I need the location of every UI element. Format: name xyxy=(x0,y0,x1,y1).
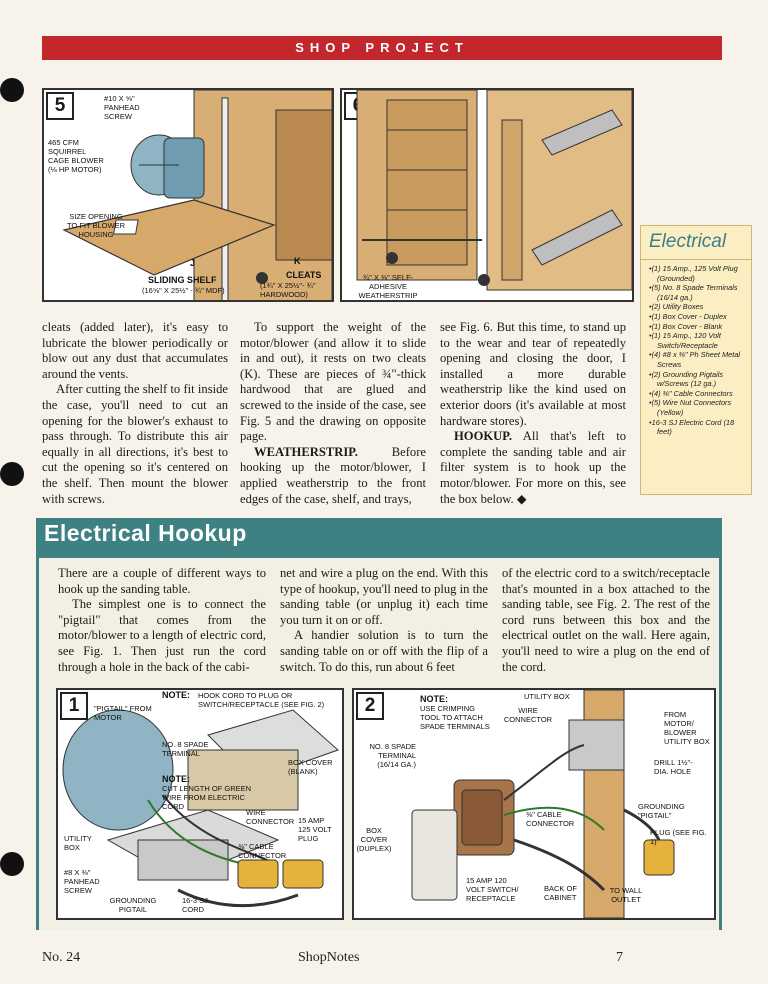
parts-item: (1) Box Cover - Blank xyxy=(649,322,747,332)
switch-wiring-illustration xyxy=(411,690,675,918)
binder-hole-middle xyxy=(0,462,24,486)
run-in-heading: HOOKUP. xyxy=(454,429,512,444)
note2-heading: NOTE: xyxy=(162,774,190,784)
note-heading: NOTE: xyxy=(420,694,448,704)
figure-number: 2 xyxy=(356,692,384,720)
hookup-title-bar xyxy=(36,518,722,558)
cleats-dimensions: (1¾" x 25½"- ¾" HARDWOOD) xyxy=(260,281,316,299)
figure-2: 2 NOTE: USE CRIMPING TOOL TO ATTACH SPAD… xyxy=(352,688,716,920)
sliding-shelf-label: SLIDING SHELF xyxy=(148,275,217,285)
hookup-column-3: of the electric cord to a switch/recepta… xyxy=(502,566,710,675)
hookup-title: Electrical Hookup xyxy=(44,520,247,546)
plug-label: PLUG (SEE FIG. 1) xyxy=(650,828,707,846)
hookup-column-2: net and wire a plug on the end. With thi… xyxy=(280,566,488,675)
parts-item: 16-3 SJ Electric Cord (18 feet) xyxy=(649,418,747,437)
spade-label: NO. 8 SPADE TERMINAL xyxy=(162,740,209,758)
binder-hole-bottom xyxy=(0,852,24,876)
parts-item: (5) Wire Nut Connectors (Yellow) xyxy=(649,398,747,417)
parts-item: (2) Utility Boxes xyxy=(649,302,747,312)
paragraph: There are a couple of different ways to … xyxy=(58,566,266,596)
note-heading: NOTE: xyxy=(162,690,190,700)
parts-item: (1) Box Cover - Duplex xyxy=(649,312,747,322)
binder-hole-top xyxy=(0,78,24,102)
paragraph: The simplest one is to connect the "pigt… xyxy=(58,597,266,674)
to-wall-label: TO WALL OUTLET xyxy=(609,886,643,904)
issue-number: No. 24 xyxy=(42,950,81,965)
grounding-label: GROUNDING "PIGTAIL" xyxy=(638,802,685,820)
wire-connector-label: WIRE CONNECTOR xyxy=(246,808,295,826)
note-text: HOOK CORD TO PLUG OR SWITCH/RECEPTACLE (… xyxy=(198,691,325,709)
weatherstrip-label: ¾" x ⅜" SELF-ADHESIVE WEATHERSTRIP xyxy=(358,273,418,300)
switch-label: 15 AMP 120 VOLT SWITCH/ RECEPTACLE xyxy=(466,876,519,903)
figure-5: 5 #10 x ⅝" PANHEAD SCREW 465 cfm SQUIRRE… xyxy=(42,88,334,302)
article-column-3: see Fig. 6. But this time, to stand up t… xyxy=(440,320,626,507)
electrical-parts-sidebar: Electrical (1) 15 Amp., 125 Volt Plug (G… xyxy=(640,225,752,495)
screw-label: #8 x ⅜" PANHEAD SCREW xyxy=(64,868,100,895)
box-cover-label: BOX COVER (BLANK) xyxy=(288,758,333,776)
page-number: 7 xyxy=(616,950,623,965)
cord-label: 16-3 SJ CORD xyxy=(182,896,208,914)
paragraph: cleats (added later), it's easy to lubri… xyxy=(42,320,228,381)
end-mark-icon: ◆ xyxy=(516,491,527,506)
figure-1: 1 NOTE: HOOK CORD TO PLUG OR SWITCH/RECE… xyxy=(56,688,344,920)
paragraph: of the electric cord to a switch/recepta… xyxy=(502,566,710,674)
plug-label: 15 AMP 125 VOLT PLUG xyxy=(298,816,332,843)
blower-label: 465 cfm SQUIRREL CAGE BLOWER (⅛ hp MOTOR… xyxy=(48,138,104,174)
shelf-dimensions: (16⅝" x 25½" - ¾" MDF) xyxy=(142,286,225,295)
part-j-marker: J xyxy=(190,258,196,268)
paragraph: A handier solution is to turn the sandin… xyxy=(280,628,488,674)
pigtail-label: "PIGTAIL" FROM MOTOR xyxy=(94,704,152,722)
parts-item: (2) Grounding Pigtails w/Screws (12 ga.) xyxy=(649,370,747,389)
note2-text: CUT LENGTH OF GREEN WIRE FROM ELECTRIC C… xyxy=(162,784,252,811)
plug-wiring-illustration xyxy=(62,709,339,908)
utility-box-label: UTILITY BOX xyxy=(524,692,570,701)
opening-label: SIZE OPENING TO FIT BLOWER HOUSING xyxy=(66,212,126,239)
wire-connector-label: WIRE CONNECTOR xyxy=(503,706,553,724)
parts-item: (5) No. 8 Spade Terminals (16/14 ga.) xyxy=(649,283,747,302)
parts-item: (4) ⅜" Cable Connectors xyxy=(649,389,747,399)
drill-label: DRILL 1½"-DIA. HOLE xyxy=(654,758,693,776)
figure-6: 6 ¾" x ⅜" SELF-ADHESIVE WEATHERSTRIP xyxy=(340,88,634,302)
sidebar-title: Electrical xyxy=(641,226,751,260)
spade-label: NO. 8 SPADE TERMINAL (16/14 ga.) xyxy=(369,742,416,769)
run-in-heading: WEATHERSTRIP. xyxy=(254,444,358,459)
paragraph: After cutting the shelf to fit inside th… xyxy=(42,382,228,506)
cable-connector-label: ⅜" CABLE CONNECTOR xyxy=(526,810,575,828)
article-column-2: To support the weight of the motor/blowe… xyxy=(240,320,426,507)
parts-item: (1) 15 Amp., 120 Volt Switch/Receptacle xyxy=(649,331,747,350)
grounding-pigtail-label: GROUNDING PIGTAIL xyxy=(109,896,157,914)
magazine-name: ShopNotes xyxy=(298,950,360,965)
cleats-label: CLEATS xyxy=(286,270,322,280)
cable-connector-label: ⅜" CABLE CONNECTOR xyxy=(238,842,287,860)
hookup-column-1: There are a couple of different ways to … xyxy=(58,566,266,675)
paragraph: Before hooking up the motor/blower, I ap… xyxy=(240,444,426,506)
figure-number: 1 xyxy=(60,692,88,720)
paragraph: All that's left to complete the sanding … xyxy=(440,429,626,506)
parts-item: (1) 15 Amp., 125 Volt Plug (Grounded) xyxy=(649,264,747,283)
parts-list: (1) 15 Amp., 125 Volt Plug (Grounded) (5… xyxy=(641,260,751,437)
box-cover-label: BOX COVER (DUPLEX) xyxy=(356,826,392,853)
paragraph: To support the weight of the motor/blowe… xyxy=(240,320,426,444)
figure-number: 5 xyxy=(46,92,74,120)
parts-item: (4) #8 x ⅜" Ph Sheet Metal Screws xyxy=(649,350,747,369)
screw-label: #10 x ⅝" PANHEAD SCREW xyxy=(104,94,140,121)
note-text: USE CRIMPING TOOL TO ATTACH SPADE TERMIN… xyxy=(420,704,490,731)
section-header: SHOP PROJECT xyxy=(42,36,722,60)
article-column-1: cleats (added later), it's easy to lubri… xyxy=(42,320,228,507)
paragraph: net and wire a plug on the end. With thi… xyxy=(280,566,488,627)
from-motor-label: FROM MOTOR/ BLOWER UTILITY BOX xyxy=(664,710,710,746)
weatherstrip-illustration xyxy=(356,90,632,291)
utility-box-label: UTILITY BOX xyxy=(64,834,92,852)
back-of-cabinet-label: BACK OF CABINET xyxy=(544,884,577,902)
paragraph: see Fig. 6. But this time, to stand up t… xyxy=(440,320,626,428)
sliding-shelf-illustration xyxy=(62,90,332,300)
part-k-marker: K xyxy=(294,256,301,266)
